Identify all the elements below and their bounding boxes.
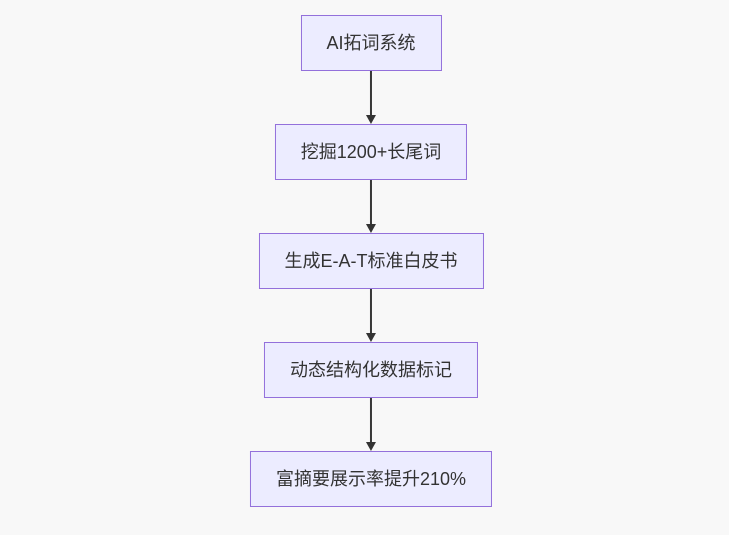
flow-node-longtail-mining: 挖掘1200+长尾词: [274, 124, 468, 180]
node-label: 生成E-A-T标准白皮书: [284, 251, 458, 271]
arrow-down-icon: [365, 71, 377, 124]
node-label: 动态结构化数据标记: [289, 360, 452, 380]
arrow-shaft: [369, 398, 372, 442]
flow-node-ai-expansion: AI拓词系统: [300, 15, 442, 71]
arrow-shaft: [369, 180, 372, 224]
arrowhead-icon: [365, 224, 376, 233]
arrow-shaft: [369, 71, 372, 115]
node-label: AI拓词系统: [326, 33, 416, 53]
arrowhead-icon: [365, 333, 376, 342]
arrow-down-icon: [365, 289, 377, 342]
node-label: 富摘要展示率提升210%: [275, 469, 467, 489]
arrow-down-icon: [365, 398, 377, 451]
arrow-down-icon: [365, 180, 377, 233]
flow-node-rich-snippet-result: 富摘要展示率提升210%: [249, 451, 493, 507]
node-label: 挖掘1200+长尾词: [300, 142, 442, 162]
arrow-shaft: [369, 289, 372, 333]
flow-node-eat-whitepaper: 生成E-A-T标准白皮书: [258, 233, 484, 289]
arrowhead-icon: [365, 115, 376, 124]
flow-node-structured-data: 动态结构化数据标记: [263, 342, 478, 398]
arrowhead-icon: [365, 442, 376, 451]
flowchart-column: AI拓词系统 挖掘1200+长尾词 生成E-A-T标准白皮书 动态结构化数据标记: [249, 15, 493, 507]
